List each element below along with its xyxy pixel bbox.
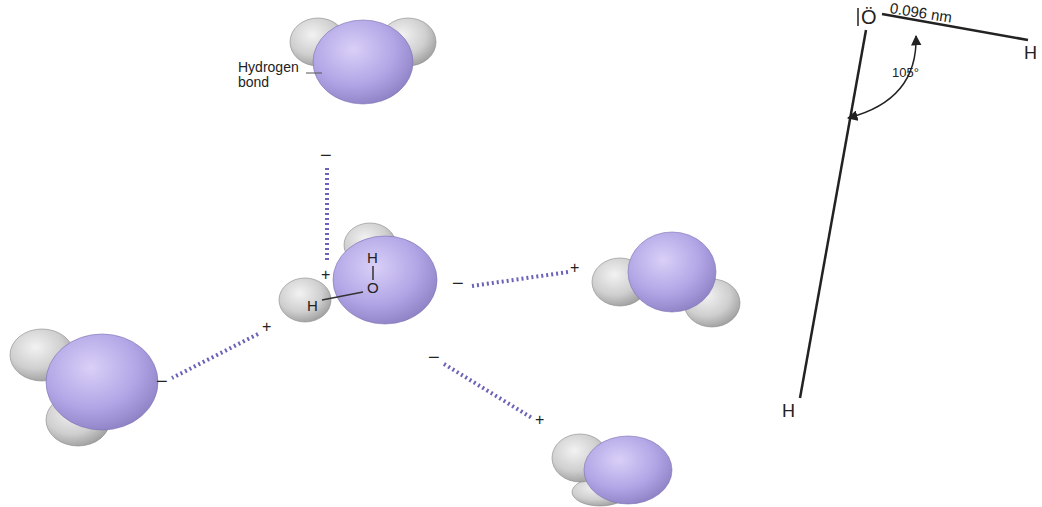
charge-sign: + [262, 318, 271, 336]
bond-angle: 105° [892, 66, 919, 80]
charge-sign: − [156, 370, 168, 392]
atom-label: O [367, 280, 379, 297]
charge-sign: − [320, 144, 332, 166]
atom-label: Ö [861, 6, 877, 28]
charge-sign: − [428, 346, 440, 368]
charge-sign: − [452, 272, 464, 294]
water-molecule [290, 18, 436, 104]
bond-length: 0.096 nm [889, 0, 953, 26]
charge-sign: + [535, 411, 544, 429]
atom-label: H [367, 250, 378, 267]
hydrogen-bond-label: Hydrogen bond [238, 60, 308, 91]
atom-label: H [307, 298, 318, 315]
atom-label: H [782, 402, 795, 422]
water-molecule [592, 232, 740, 327]
atom-label: H [1024, 44, 1037, 64]
water-molecule [10, 329, 158, 446]
leader-line [306, 73, 322, 74]
hydrogen-bond-line [172, 168, 568, 418]
charge-sign: + [321, 266, 330, 284]
bond-angle-figure [800, 8, 1028, 398]
water-molecule [552, 434, 672, 506]
charge-sign: + [570, 259, 579, 277]
water-molecule [279, 223, 437, 324]
